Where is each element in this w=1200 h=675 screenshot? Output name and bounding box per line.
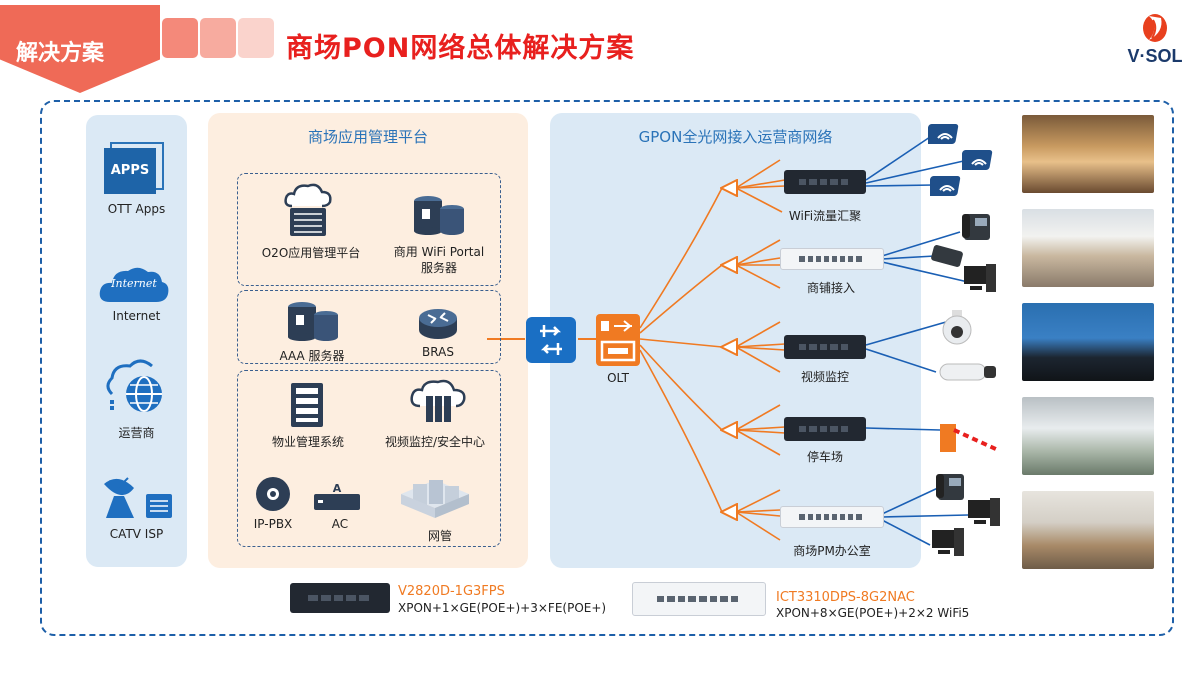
logo-text: V·SOL	[1127, 46, 1183, 66]
photo-shop-floor	[1022, 209, 1154, 287]
apps-icon: APPS	[104, 142, 164, 196]
product-image-v2820d	[290, 583, 390, 613]
desktop-pc-icon-3	[930, 526, 966, 562]
onu-device-wifi	[784, 170, 866, 194]
video-center-label: 视频监控/安全中心	[384, 435, 486, 449]
splitter-icon-3	[720, 338, 738, 356]
onu-device-video	[784, 335, 866, 359]
platform-group-2	[237, 290, 501, 364]
platform-title: 商场应用管理平台	[307, 128, 428, 146]
olt-label: OLT	[607, 371, 629, 385]
o2o-server-icon	[282, 182, 334, 240]
product-spec-2: XPON+8×GE(POE+)+2×2 WiFi5	[776, 606, 970, 620]
carrier-label: 运营商	[118, 426, 155, 440]
wifi-ap-icon-2	[962, 148, 996, 172]
nms-label: 网管	[427, 529, 452, 543]
onu-label-office: 商场PM办公室	[793, 544, 871, 558]
olt-icon	[596, 314, 640, 366]
o2o-label: O2O应用管理平台	[261, 246, 361, 260]
photo-parking-garage	[1022, 397, 1154, 475]
wifi-portal-label-1: 商用 WiFi Portal	[393, 245, 485, 259]
ippbx-label: IP-PBX	[253, 517, 293, 531]
ip-phone-icon-2	[934, 470, 968, 502]
aaa-server-icon	[282, 299, 342, 341]
desktop-pc-icon-2	[966, 496, 1002, 532]
internet-cloud-icon: Internet	[98, 264, 170, 304]
bullet-camera-icon	[936, 360, 998, 384]
ippbx-icon	[254, 476, 292, 512]
product-model-2: ICT3310DPS-8G2NAC	[776, 590, 915, 605]
carrier-globe-icon	[104, 356, 168, 416]
video-center-cloud-icon	[410, 378, 466, 428]
product-model-1: V2820D-1G3FPS	[398, 584, 505, 599]
apps-icon-text: APPS	[104, 148, 156, 194]
onu-device-shop	[780, 248, 884, 270]
photo-monitoring-room	[1022, 303, 1154, 381]
ac-controller-icon: A	[312, 482, 362, 512]
onu-label-parking: 停车场	[806, 450, 843, 464]
onu-label-shop: 商铺接入	[806, 281, 855, 295]
property-server-icon	[289, 381, 325, 429]
product-spec-1: XPON+1×GE(POE+)+3×FE(POE+)	[398, 601, 607, 615]
ac-label: AC	[331, 517, 349, 531]
nms-icon	[395, 474, 475, 520]
splitter-icon-2	[720, 256, 738, 274]
core-switch-icon	[526, 317, 576, 363]
gpon-title: GPON全光网接入运营商网络	[638, 128, 833, 146]
decor-square-2	[200, 18, 236, 58]
pos-terminal-icon	[930, 244, 964, 268]
aaa-label: AAA 服务器	[279, 349, 345, 363]
decor-square-3	[238, 18, 274, 58]
flame-icon	[1143, 14, 1167, 42]
ip-phone-icon-1	[960, 210, 994, 242]
wifi-ap-icon-3	[930, 174, 964, 198]
property-label: 物业管理系统	[271, 435, 344, 449]
vsol-logo: V·SOL	[1120, 10, 1190, 70]
section-tag-label: 解决方案	[16, 41, 105, 66]
satellite-dish-icon	[100, 470, 174, 520]
desktop-pc-icon-1	[962, 262, 998, 298]
onu-device-parking	[784, 417, 866, 441]
product-image-ict3310	[632, 582, 766, 616]
photo-office	[1022, 491, 1154, 569]
photo-mall-atrium	[1022, 115, 1154, 193]
internet-label: Internet	[112, 309, 161, 323]
splitter-icon-4	[720, 421, 738, 439]
ott-apps-label: OTT Apps	[107, 202, 166, 216]
wifi-ap-icon-1	[928, 122, 962, 146]
internet-cloud-text: Internet	[111, 277, 157, 290]
platform-group-3	[237, 370, 501, 547]
splitter-icon-5	[720, 503, 738, 521]
page-title: 商场PON网络总体解决方案	[286, 33, 635, 64]
dome-camera-icon	[940, 308, 974, 348]
onu-device-office	[780, 506, 884, 528]
splitter-icon-1	[720, 179, 738, 197]
portal-server-icon	[408, 193, 468, 235]
bras-router-icon	[418, 306, 458, 340]
wifi-portal-label-2: 服务器	[420, 261, 457, 275]
catv-isp-label: CATV ISP	[109, 527, 164, 541]
platform-group-1	[237, 173, 501, 286]
solution-frame	[40, 100, 1174, 636]
bras-label: BRAS	[422, 345, 454, 359]
parking-barrier-icon	[936, 410, 1000, 454]
decor-square-1	[162, 18, 198, 58]
onu-label-video: 视频监控	[800, 370, 849, 384]
onu-label-wifi: WiFi流量汇聚	[788, 209, 862, 223]
